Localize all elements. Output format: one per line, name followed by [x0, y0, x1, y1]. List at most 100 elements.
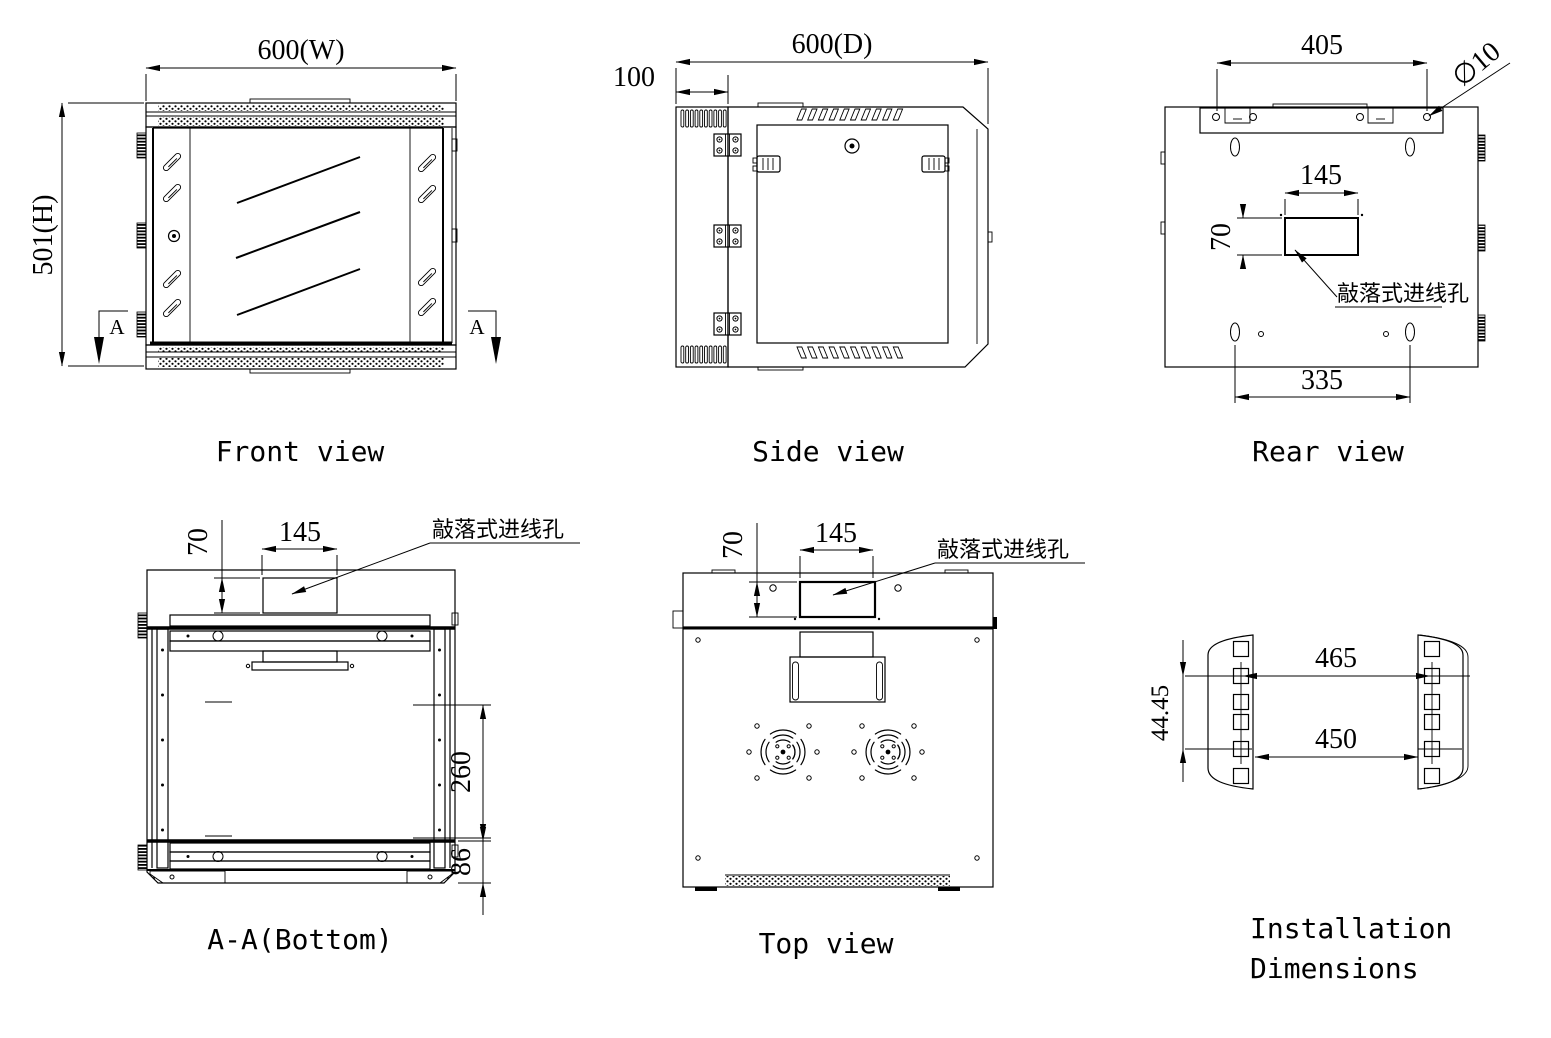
- top-knockout-note: 敲落式进线孔: [832, 538, 1085, 596]
- hinge: [136, 311, 147, 338]
- bottom-left-rail: [156, 628, 169, 869]
- top-knockout-height-text: 70: [718, 531, 749, 559]
- bottom-knockout-note: 敲落式进线孔: [291, 518, 580, 595]
- rear-knockout-height-dimension: 70: [1206, 204, 1282, 269]
- top-vent-perforation: [725, 876, 950, 886]
- bottom-rail-span-text: 260: [446, 751, 477, 793]
- rear-knockout-height-text: 70: [1206, 223, 1237, 251]
- bottom-rail-span-dimension: 260: [413, 704, 491, 839]
- section-letter: A: [109, 315, 125, 339]
- bottom-cable-bracket: [245, 650, 355, 671]
- bottom-right-rail: [433, 628, 446, 869]
- front-view-title: Front view: [216, 435, 385, 468]
- bottom-knockout-width-dimension: 145: [261, 517, 338, 575]
- hinge: [136, 222, 147, 249]
- corner-bracket: [406, 870, 453, 884]
- bottom-knockout-width-text: 145: [279, 517, 321, 548]
- bottom-view: 70 145 敲落式进线孔: [137, 517, 580, 956]
- install-right-rail: [1417, 634, 1470, 790]
- rear-knockout-width-text: 145: [1300, 160, 1342, 191]
- top-cable-bracket: [789, 631, 886, 703]
- front-glass-reflections: [235, 156, 361, 316]
- front-door: [150, 127, 453, 345]
- installation-title-line2: Dimensions: [1250, 952, 1419, 985]
- front-bottom-vent-perforation: [158, 347, 444, 352]
- install-unit-pitch-text: 44.45: [1147, 685, 1174, 741]
- rear-keyhole-slot: [1405, 137, 1415, 157]
- front-view: 600(W) 501(H): [28, 35, 501, 468]
- bottom-view-title: A-A(Bottom): [207, 923, 392, 956]
- rear-knockout-width-dimension: 145: [1284, 160, 1359, 215]
- rear-view-title: Rear view: [1252, 435, 1404, 468]
- side-latch-right: [921, 155, 950, 173]
- install-outer-span-dimension: 465: [1242, 643, 1431, 680]
- side-door-depth-dimension: 100: [613, 62, 729, 104]
- top-knockout-width-dimension: 145: [799, 518, 874, 578]
- side-inner-panel: [756, 124, 949, 344]
- section-marker-left: A: [94, 310, 128, 364]
- rear-knockout: [1284, 217, 1359, 256]
- top-view-title: Top view: [759, 927, 894, 960]
- side-depth-dimension: 600(D): [675, 29, 989, 124]
- section-letter: A: [469, 315, 485, 339]
- rear-knockout-note: 敲落式进线孔: [1294, 249, 1469, 308]
- rear-hinge-block: [1477, 314, 1486, 342]
- top-knockout: [798, 580, 877, 619]
- install-left-rail: [1185, 634, 1254, 790]
- top-knockout-height-dimension: 70: [718, 523, 797, 618]
- rear-keyhole-slot: [1230, 137, 1240, 157]
- section-arrow-icon: [491, 337, 501, 364]
- front-cabinet-outline: [145, 98, 457, 374]
- front-height-dimension: 501(H): [28, 102, 144, 367]
- front-top-vent-perforation: [158, 105, 444, 111]
- installation-view: 465 450 44.45 Installation Dimensions: [1147, 634, 1470, 985]
- corner-bracket: [149, 870, 226, 884]
- rear-body: [1160, 103, 1486, 368]
- rear-mount-width-dimension: 405: [1216, 30, 1428, 111]
- side-lock: [844, 138, 860, 154]
- top-knockout-width-text: 145: [815, 518, 857, 549]
- section-arrow-icon: [94, 337, 104, 364]
- install-inner-span-text: 450: [1315, 724, 1357, 755]
- bottom-rail-offset-dimension: 86: [446, 826, 491, 915]
- rear-keyhole-slot: [1405, 322, 1415, 342]
- rear-mount-bracket: [1199, 107, 1444, 134]
- bottom-knockout-note-text: 敲落式进线孔: [432, 518, 564, 543]
- side-latch-left: [752, 155, 781, 173]
- rear-mount-width-dim-text: 405: [1301, 30, 1343, 61]
- rear-view: 405 ∅10 145 70 敲落式进线孔: [1160, 30, 1511, 468]
- installation-title-line1: Installation: [1250, 912, 1452, 945]
- rear-lower-span-text: 335: [1301, 365, 1343, 396]
- install-unit-pitch-dimension: 44.45: [1147, 640, 1187, 782]
- section-marker-right: A: [468, 310, 501, 364]
- hinge: [136, 132, 147, 159]
- side-view-title: Side view: [752, 435, 904, 468]
- hinge: [137, 612, 148, 639]
- front-height-dim-text: 501(H): [28, 195, 59, 276]
- install-outer-span-text: 465: [1315, 643, 1357, 674]
- top-view: 70 145 敲落式进线孔 Top view: [672, 518, 1085, 960]
- rear-knockout-note-text: 敲落式进线孔: [1337, 282, 1469, 307]
- install-inner-span-dimension: 450: [1254, 724, 1419, 761]
- rear-hinge-block: [1477, 224, 1486, 252]
- bottom-knockout-height-text: 70: [183, 528, 214, 556]
- side-view: 600(D) 100: [613, 29, 993, 468]
- rear-lower-span-dimension: 335: [1234, 345, 1411, 403]
- hinge: [137, 844, 148, 871]
- top-body: [672, 569, 997, 891]
- side-door-depth-dim-text: 100: [613, 62, 655, 93]
- bottom-knockout: [262, 577, 338, 614]
- side-depth-dim-text: 600(D): [792, 29, 873, 60]
- bottom-shell: [137, 569, 459, 884]
- bottom-knockout-height-dimension: 70: [183, 520, 260, 614]
- front-door-lock: [167, 229, 181, 243]
- rear-hinge-block: [1477, 134, 1486, 162]
- side-body: [675, 102, 993, 371]
- bottom-rail-offset-text: 86: [446, 848, 477, 876]
- top-knockout-note-text: 敲落式进线孔: [937, 538, 1069, 563]
- rear-keyhole-slot: [1230, 322, 1240, 342]
- bottom-top-rail: [169, 614, 431, 627]
- front-width-dimension: 600(W): [145, 35, 457, 101]
